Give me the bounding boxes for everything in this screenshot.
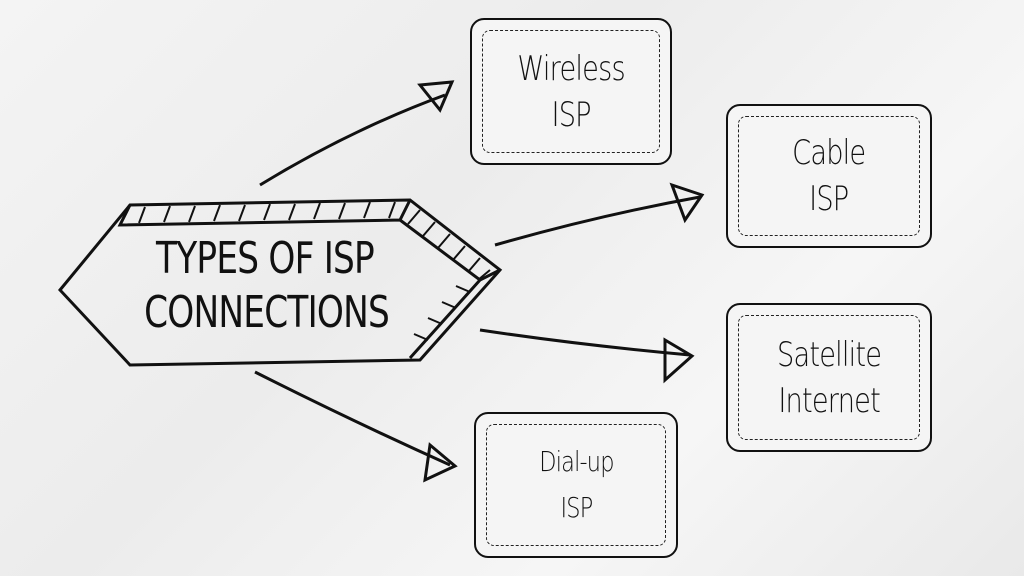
arrowhead-cable (669, 182, 705, 224)
arrow-wireless (259, 93, 446, 187)
node-label: Satellite Internet (776, 334, 882, 421)
node-label: Cable ISP (792, 133, 866, 219)
node-cable-isp: Cable ISP (726, 104, 932, 248)
node-wireless-isp: Wireless ISP (470, 18, 672, 165)
node-label: Dial-up ISP (538, 445, 614, 524)
central-shape-depth (117, 199, 501, 360)
arrow-satellite (479, 328, 691, 357)
central-title: TYPES OF ISP CONNECTIONS (144, 233, 390, 338)
node-dialup-isp: Dial-up ISP (474, 412, 678, 558)
arrowhead-satellite (663, 337, 695, 384)
arrowhead-wireless (417, 80, 455, 113)
arrow-cable (494, 195, 701, 247)
node-label: Wireless ISP (517, 48, 625, 135)
arrowhead-dialup (423, 442, 458, 483)
arrow-dialup (254, 370, 451, 467)
node-satellite-internet: Satellite Internet (726, 303, 932, 452)
